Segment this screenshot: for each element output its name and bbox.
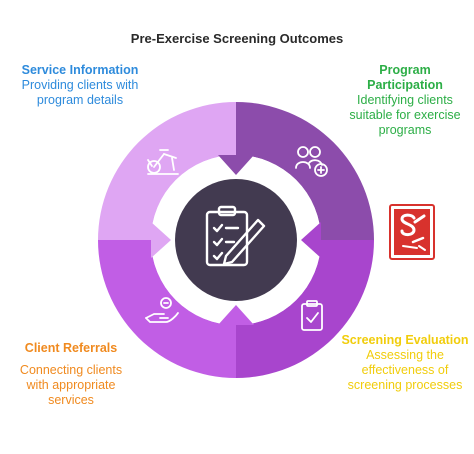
screening-evaluation-block: Screening Evaluation Assessing the effec… xyxy=(340,333,470,393)
client-referrals-description: Connecting clients with appropriate serv… xyxy=(19,363,123,407)
screening-evaluation-description: Assessing the effectiveness of screening… xyxy=(347,348,463,392)
diagram-title: Pre-Exercise Screening Outcomes xyxy=(130,31,344,46)
service-information-heading: Service Information xyxy=(21,63,139,77)
red-badge-icon xyxy=(389,204,435,260)
arrow-bottom xyxy=(218,305,254,325)
clipboard-check-icon xyxy=(301,300,323,331)
hand-give-icon xyxy=(145,297,179,323)
quadrant-bottom-left xyxy=(98,240,236,378)
program-participation-block: Program Participation Identifying client… xyxy=(340,63,470,138)
program-participation-heading: Program Participation xyxy=(367,63,443,92)
screening-evaluation-heading: Screening Evaluation xyxy=(341,333,469,347)
users-add-icon xyxy=(295,146,328,177)
arrow-left xyxy=(151,222,171,258)
center-circle xyxy=(175,179,297,301)
service-information-description: Providing clients with program details xyxy=(21,78,139,107)
arrow-top xyxy=(218,155,254,175)
client-referrals-heading: Client Referrals xyxy=(24,341,118,355)
clipboard-pencil-icon xyxy=(205,205,266,267)
stationary-bike-icon xyxy=(147,149,179,175)
program-participation-description: Identifying clients suitable for exercis… xyxy=(349,93,461,137)
quadrant-bottom-right xyxy=(236,240,374,378)
quadrant-top-right xyxy=(236,102,374,240)
quadrant-top-left xyxy=(98,102,236,240)
arrow-right xyxy=(301,222,321,258)
service-information-block: Service Information Providing clients wi… xyxy=(6,63,154,108)
